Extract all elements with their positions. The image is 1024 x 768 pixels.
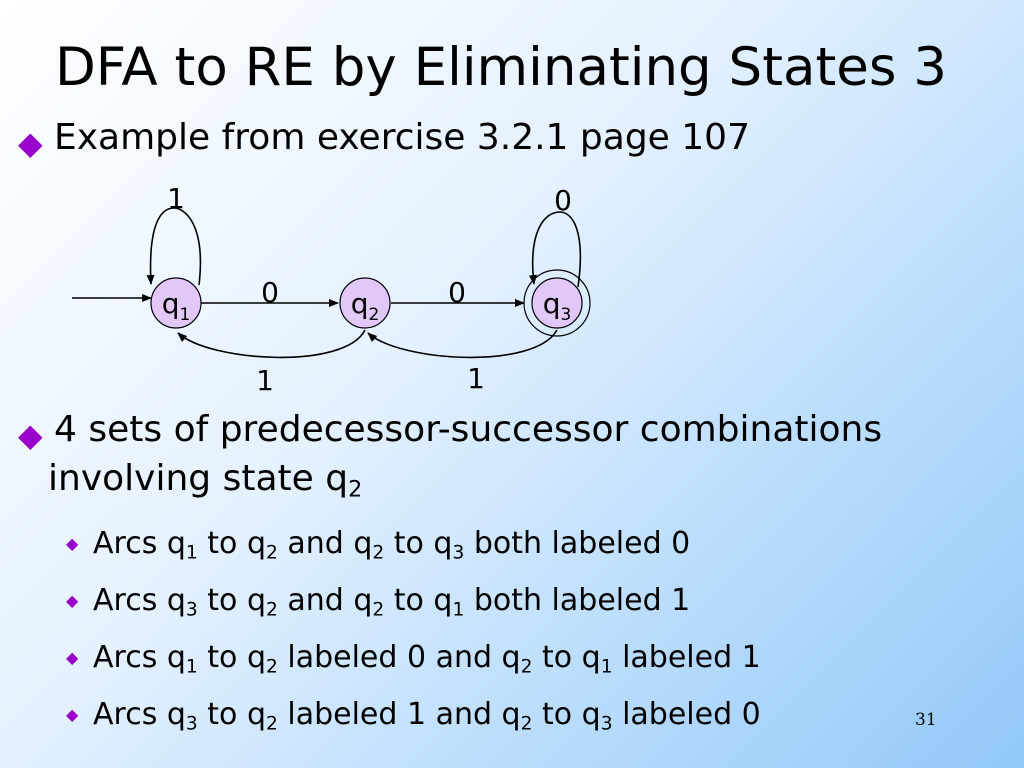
state-q2-circle	[339, 277, 391, 329]
bullet-diamond-icon: ◆	[18, 416, 43, 454]
subbullet-diamond-icon: ◆	[66, 591, 79, 610]
state-q3-circle	[531, 277, 583, 329]
label-q1-q2: 0	[261, 276, 279, 309]
state-q3-label: q3	[543, 287, 572, 325]
edge-q2-q1	[177, 329, 366, 359]
subbullet-2: ◆ Arcs q3 to q2 and q2 to q1 both labele…	[66, 581, 690, 621]
slide-title: DFA to RE by Eliminating States 3	[55, 37, 948, 98]
state-q3: q3	[523, 269, 591, 337]
subbullet-diamond-icon: ◆	[66, 534, 79, 553]
state-q1-circle	[150, 277, 202, 329]
subbullet-diamond-icon: ◆	[66, 705, 79, 724]
label-q3-loop: 0	[554, 184, 572, 217]
state-q1-label: q1	[162, 287, 191, 325]
subbullet-diamond-icon: ◆	[66, 648, 79, 667]
subbullet-text: Arcs q3 to q2 and q2 to q1 both labeled …	[93, 583, 691, 621]
bullet-combinations: ◆ 4 sets of predecessor-successor combin…	[18, 405, 1008, 503]
bullet-diamond-icon: ◆	[18, 124, 43, 162]
state-q2-label: q2	[351, 287, 380, 325]
bullet-text-line2: involving state q2	[48, 458, 363, 503]
bullet-text: Example from exercise 3.2.1 page 107	[54, 117, 750, 158]
edge-q3-q2	[367, 329, 558, 359]
page-number: 31	[915, 710, 937, 730]
subbullet-1: ◆ Arcs q1 to q2 and q2 to q3 both labele…	[66, 524, 690, 564]
edge-q1-loop	[146, 207, 202, 286]
label-q2-q3: 0	[448, 276, 466, 309]
state-q1: q1	[150, 277, 202, 329]
label-q1-loop: 1	[167, 182, 185, 215]
bullet-text-line1: 4 sets of predecessor-successor combinat…	[54, 409, 883, 450]
bullet-example: ◆ Example from exercise 3.2.1 page 107	[18, 113, 750, 162]
state-q2: q2	[339, 277, 391, 329]
label-q2-q1: 1	[256, 364, 274, 397]
edge-q3-loop	[528, 211, 582, 288]
state-q3-accept-ring	[523, 269, 591, 337]
subbullet-text: Arcs q1 to q2 and q2 to q3 both labeled …	[93, 526, 691, 564]
subbullet-text: Arcs q3 to q2 labeled 1 and q2 to q3 lab…	[93, 697, 761, 735]
subbullet-3: ◆ Arcs q1 to q2 labeled 0 and q2 to q1 l…	[66, 638, 761, 678]
subbullet-4: ◆ Arcs q3 to q2 labeled 1 and q2 to q3 l…	[66, 695, 761, 735]
label-q3-q2: 1	[467, 362, 485, 395]
subbullet-text: Arcs q1 to q2 labeled 0 and q2 to q1 lab…	[93, 640, 761, 678]
